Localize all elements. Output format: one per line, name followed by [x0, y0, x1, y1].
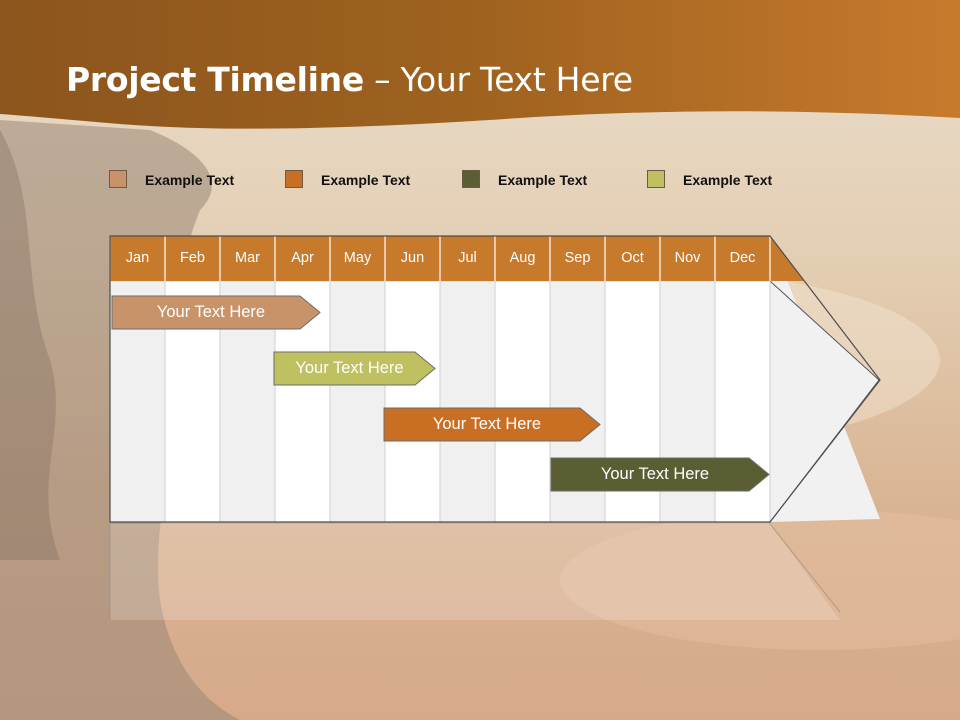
- task-label-3: Your Text Here: [432, 415, 542, 433]
- legend-label-1: Example Text: [145, 172, 235, 188]
- legend-label-3: Example Text: [498, 172, 588, 188]
- legend-label-2: Example Text: [321, 172, 411, 188]
- reflection-edge: [769, 523, 841, 613]
- task-arrow-3: [383, 407, 601, 442]
- task-label-2: Your Text Here: [295, 359, 404, 377]
- slide-title: Project Timeline – Your Text Here: [66, 60, 633, 99]
- month-oct: Oct: [621, 250, 644, 266]
- task-arrows: [111, 295, 770, 492]
- month-column: [384, 280, 441, 523]
- month-jan: Jan: [125, 250, 150, 266]
- title-bold: Project Timeline: [66, 60, 364, 99]
- month-column: [494, 280, 551, 523]
- task-arrow-2: [273, 351, 436, 386]
- month-column: [439, 280, 496, 523]
- timeline-reflection: [109, 523, 841, 620]
- month-jun: Jun: [400, 250, 425, 266]
- month-mar: Mar: [235, 250, 260, 266]
- task-label-1: Your Text Here: [156, 303, 266, 321]
- month-feb: Feb: [180, 250, 205, 266]
- month-jul: Jul: [458, 250, 477, 266]
- header-band: [0, 0, 960, 129]
- task-arrow-1: [111, 295, 321, 330]
- title-rest: – Your Text Here: [363, 60, 633, 99]
- legend-swatch-3: [462, 170, 480, 188]
- reflection-shape: [110, 524, 840, 620]
- legend-swatch-1: [109, 170, 127, 188]
- month-dec: Dec: [729, 250, 756, 266]
- legend-label-4: Example Text: [683, 172, 773, 188]
- month-column: [329, 280, 386, 523]
- month-aug: Aug: [509, 250, 536, 266]
- task-arrow-4: [550, 457, 770, 492]
- timeline-outline: [109, 235, 881, 523]
- legend-swatch-4: [647, 170, 665, 188]
- month-nov: Nov: [674, 250, 701, 266]
- task-label-4: Your Text Here: [600, 465, 710, 483]
- month-apr: Apr: [291, 250, 314, 266]
- month-may: May: [343, 250, 372, 266]
- legend-swatch-2: [285, 170, 303, 188]
- month-sep: Sep: [564, 250, 591, 266]
